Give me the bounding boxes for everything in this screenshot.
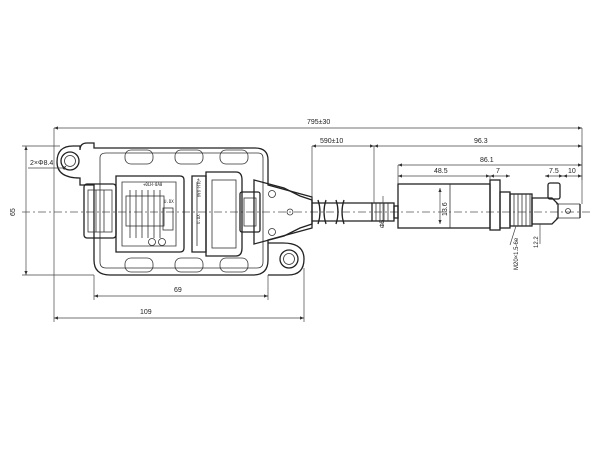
dim-tip-length: 10: [568, 168, 576, 175]
connector-right-marking: +0LH-0A0: [196, 178, 201, 198]
dim-body-length: 48.5: [434, 168, 448, 175]
dim-hole-spec: 2×Φ8.4: [30, 160, 53, 167]
dim-tip-step: 7.5: [549, 168, 559, 175]
connector-right-tag: U.DX: [196, 214, 201, 224]
dim-step-length: 7: [496, 168, 500, 175]
dim-height: 65: [10, 208, 17, 216]
dim-tip-diameter: 12.2: [534, 236, 540, 248]
dim-overall-length: 795±30: [307, 119, 330, 126]
mounting-hole-right: [279, 249, 299, 269]
mounting-hole-left: [60, 151, 80, 171]
connector-left-tag: U.DX: [164, 199, 174, 204]
dim-box-width: 109: [140, 309, 152, 316]
dim-body-diameter: 13.6: [442, 202, 449, 216]
dim-cable-length: 590±10: [320, 138, 343, 145]
sensor-probe: [397, 179, 581, 231]
dim-sensor-length: 96.3: [474, 138, 488, 145]
dim-connector-width: 69: [174, 287, 182, 294]
connector-left-marking: +0LH-0A0: [143, 182, 163, 187]
dimensions: 795±30 590±10 96.3 86.1 48.5 7 7.5 10 2×…: [10, 119, 583, 322]
dim-probe-length: 86.1: [480, 157, 494, 164]
connector-left: +0LH-0A0 U.DX: [83, 175, 185, 253]
cable-bracket: [253, 179, 313, 245]
connector-right: +0LH-0A0 U.DX: [191, 171, 261, 257]
control-unit: [56, 142, 313, 276]
dim-cable-diameter: Φ5: [380, 219, 386, 228]
cable: [312, 199, 399, 225]
dim-thread-spec: M20×1.5-6e: [514, 237, 520, 270]
